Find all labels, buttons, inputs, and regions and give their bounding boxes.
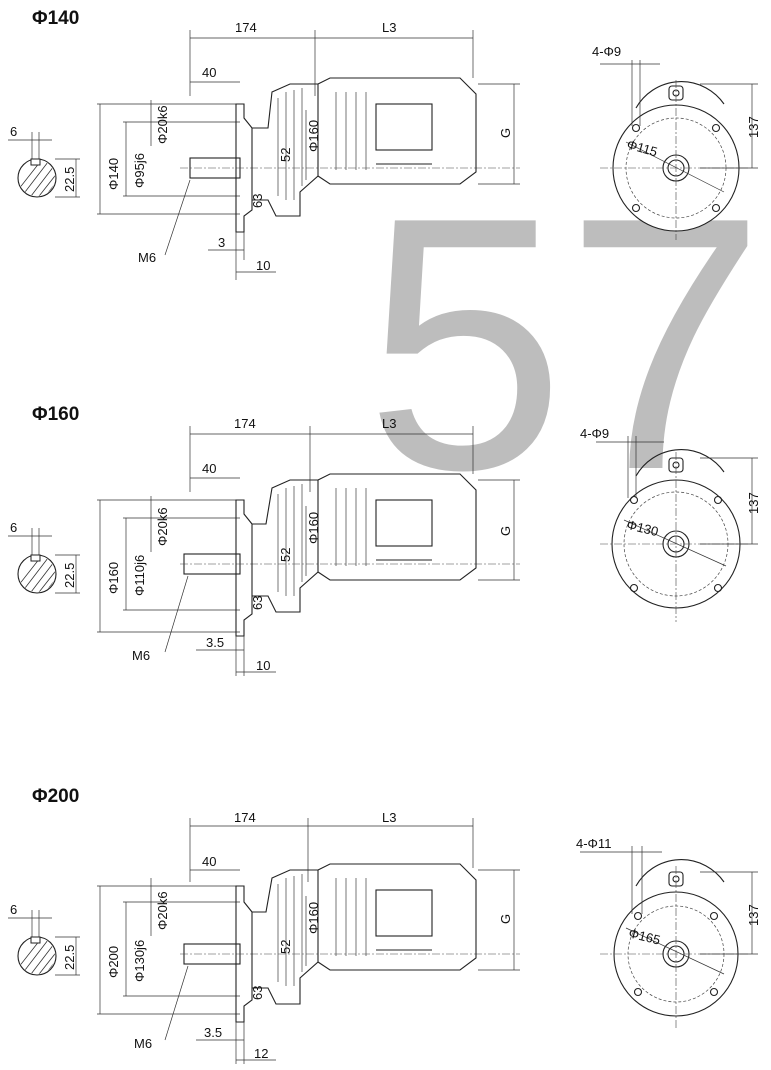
dim-G: G	[498, 914, 513, 924]
length-174: 174	[234, 416, 256, 431]
shaft-section: 6 22.5	[8, 902, 80, 976]
flange-thickness: 3	[218, 235, 225, 250]
shaft-height-label: 22.5	[62, 945, 77, 970]
thread-label: M6	[132, 648, 150, 663]
flange-diameter: Φ160	[106, 562, 121, 594]
dim-G: G	[498, 526, 513, 536]
shaft-section: 6 22.5	[8, 520, 80, 594]
flange-thickness: 3.5	[206, 635, 224, 650]
dim-52: 52	[278, 148, 293, 162]
end-view: Φ165 4-Φ11 137	[576, 836, 761, 1028]
view-2: Φ160 6 22.5 Φ160 Φ	[8, 404, 761, 676]
shaft-width-label: 6	[10, 520, 17, 535]
thread-label: M6	[138, 250, 156, 265]
end-view: Φ115 4-Φ9 137	[592, 44, 761, 240]
dim-63: 63	[250, 596, 265, 610]
length-L3: L3	[382, 416, 396, 431]
view-1: Φ140 6 22.5 Φ140	[8, 8, 761, 280]
motor-diameter: Φ160	[306, 120, 321, 152]
flange-diameter: Φ200	[106, 946, 121, 978]
shaft-height-label: 22.5	[62, 563, 77, 588]
shaft-diameter: Φ20k6	[155, 105, 170, 144]
spigot-diameter: Φ110j6	[132, 555, 147, 596]
spigot-diameter: Φ130j6	[132, 940, 147, 982]
length-40: 40	[202, 854, 216, 869]
shaft-end-length: 12	[254, 1046, 268, 1061]
shaft-width-label: 6	[10, 124, 17, 139]
dim-G: G	[498, 128, 513, 138]
end-height-label: 137	[746, 116, 761, 138]
holes-label: 4-Φ9	[592, 44, 621, 59]
length-L3: L3	[382, 20, 396, 35]
holes-label: 4-Φ9	[580, 426, 609, 441]
length-174: 174	[234, 810, 256, 825]
shaft-width-label: 6	[10, 902, 17, 917]
shaft-diameter: Φ20k6	[155, 891, 170, 930]
shaft-end-length: 10	[256, 258, 270, 273]
gearmotor-outline	[180, 863, 520, 1064]
view-title: Φ200	[32, 786, 79, 807]
gearmotor-outline	[180, 77, 520, 280]
dim-63: 63	[250, 194, 265, 208]
length-L3: L3	[382, 810, 396, 825]
flange-diameter: Φ140	[106, 158, 121, 190]
shaft-diameter: Φ20k6	[155, 507, 170, 546]
holes-label: 4-Φ11	[576, 836, 611, 851]
gearmotor-outline	[180, 473, 520, 676]
view-title: Φ140	[32, 8, 79, 29]
view-title: Φ160	[32, 404, 79, 425]
end-height-label: 137	[746, 492, 761, 514]
end-height-label: 137	[746, 904, 761, 926]
shaft-height-label: 22.5	[62, 167, 77, 192]
dim-63: 63	[250, 986, 265, 1000]
flange-thickness: 3.5	[204, 1025, 222, 1040]
motor-diameter: Φ160	[306, 512, 321, 544]
length-40: 40	[202, 461, 216, 476]
shaft-section: 6 22.5	[8, 124, 80, 198]
length-40: 40	[202, 65, 216, 80]
thread-label: M6	[134, 1036, 152, 1051]
shaft-end-length: 10	[256, 658, 270, 673]
view-3: Φ200 6 22.5 Φ200 Φ	[8, 786, 761, 1064]
dim-52: 52	[278, 940, 293, 954]
length-174: 174	[235, 20, 257, 35]
dim-52: 52	[278, 548, 293, 562]
spigot-diameter: Φ95j6	[132, 153, 147, 188]
end-view: Φ130 4-Φ9 137	[580, 426, 761, 622]
motor-diameter: Φ160	[306, 902, 321, 934]
